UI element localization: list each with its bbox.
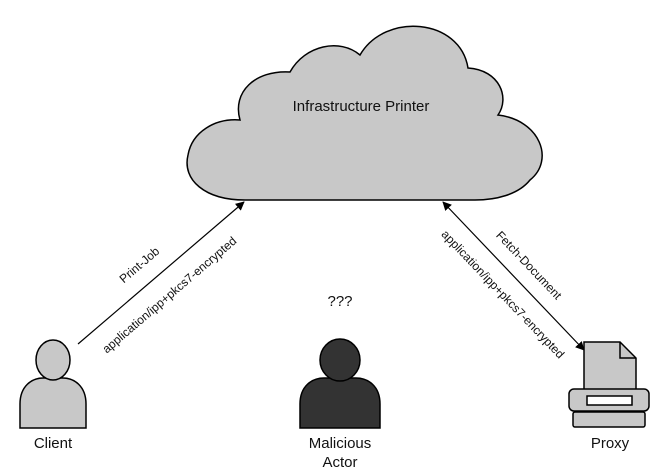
edge-client-printer-line <box>77 201 245 345</box>
proxy-label: Proxy <box>591 435 630 452</box>
infrastructure-printer-cloud: Infrastructure Printer <box>186 25 543 201</box>
edge-client-to-printer: Print-Job application/ipp+pkcs7-encrypte… <box>77 201 245 356</box>
malicious-actor-node: ??? Malicious Actor <box>299 293 381 471</box>
client-label: Client <box>34 435 73 452</box>
unknown-marker: ??? <box>327 293 352 310</box>
cloud-label: Infrastructure Printer <box>293 98 430 115</box>
edge-printer-proxy-line <box>442 201 585 351</box>
proxy-node: Proxy <box>568 341 650 452</box>
cloud-shape <box>186 25 543 201</box>
edge-client-content-type-label: application/ipp+pkcs7-encrypted <box>100 234 240 356</box>
printer-icon <box>568 341 650 428</box>
malicious-actor-label-line1: Malicious <box>309 435 372 452</box>
client-node: Client <box>19 339 87 452</box>
malicious-actor-label-line2: Actor <box>322 454 357 471</box>
edge-printer-proxy: Fetch-Document application/ipp+pkcs7-enc… <box>439 201 585 361</box>
client-person-icon <box>19 339 87 429</box>
malicious-actor-person-icon <box>299 338 381 429</box>
edge-client-operation-label: Print-Job <box>117 244 163 286</box>
